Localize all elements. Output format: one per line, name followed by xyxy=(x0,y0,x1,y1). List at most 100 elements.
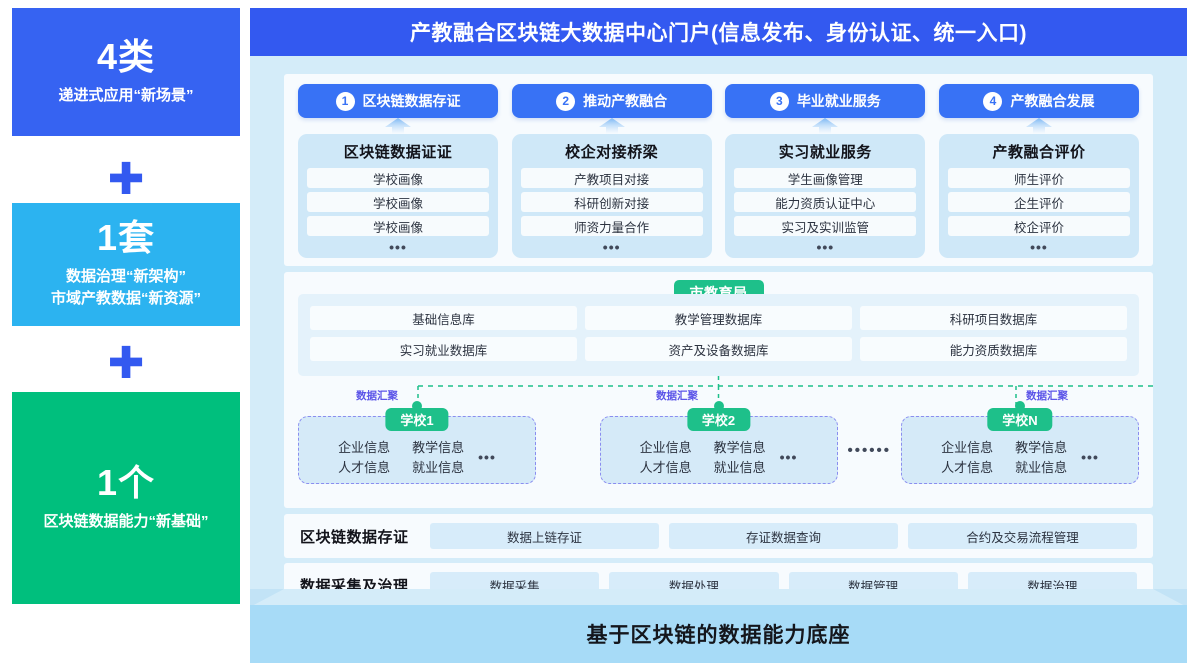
school-field-grid: 企业信息 教学信息 人才信息 就业信息 xyxy=(338,437,464,476)
plinth-bevel xyxy=(250,589,1187,607)
rail-card-scenarios: 4类 递进式应用“新场景” xyxy=(12,8,240,136)
school-name-chip: 学校2 xyxy=(686,408,751,431)
school-field: 教学信息 xyxy=(1015,440,1068,455)
tab-promote-integration[interactable]: 2 推动产教融合 xyxy=(511,84,712,118)
rail-card-0-subtitle: 递进式应用“新场景” xyxy=(58,86,194,104)
school-fields: 企业信息 教学信息 人才信息 就业信息 ••• xyxy=(299,437,535,476)
plus-icon: ✚ xyxy=(107,155,145,204)
tab-label: 推动产教融合 xyxy=(583,93,668,109)
school-field: 企业信息 xyxy=(639,440,692,455)
card-title: 产教融合评价 xyxy=(992,144,1086,161)
card-more-ellipsis: ••• xyxy=(1030,239,1048,255)
school-fields: 企业信息 教学信息 人才信息 就业信息 ••• xyxy=(902,437,1138,476)
school-field: 教学信息 xyxy=(713,440,766,455)
card-title: 校企对接桥梁 xyxy=(565,144,659,161)
arrow-up-icon xyxy=(598,118,625,134)
school-field: 教学信息 xyxy=(412,440,465,455)
connector-dot-icon xyxy=(713,401,724,411)
card-item[interactable]: 实习及实训监管 xyxy=(734,216,917,236)
school-name-chip: 学校1 xyxy=(385,408,449,431)
school-field: 人才信息 xyxy=(941,460,994,475)
main-inner-panel: 产教融合区块链大数据中心门户(信息发布、身份认证、统一入口) 1 区块链数据存证… xyxy=(250,8,1187,607)
tab-number-badge: 1 xyxy=(335,91,355,111)
card-item[interactable]: 师生评价 xyxy=(947,168,1130,188)
arrow-cell xyxy=(725,118,925,134)
arrow-up-icon xyxy=(385,118,411,134)
db-item[interactable]: 资产及设备数据库 xyxy=(585,337,852,361)
card-item[interactable]: 学校画像 xyxy=(307,216,489,236)
card-item[interactable]: 学校画像 xyxy=(307,192,489,212)
card-item[interactable]: 企生评价 xyxy=(947,192,1130,212)
tab-label: 产教融合发展 xyxy=(1010,93,1095,109)
arrow-up-icon xyxy=(812,118,839,134)
arrow-cell xyxy=(512,118,712,134)
aggregation-label: 数据汇聚 xyxy=(656,390,698,402)
tab-number-badge: 3 xyxy=(769,91,789,111)
tab-employment-service[interactable]: 3 毕业就业服务 xyxy=(725,84,926,118)
rail-card-2-title: 1个 xyxy=(96,461,156,503)
card-item[interactable]: 产教项目对接 xyxy=(520,168,703,188)
card-item[interactable]: 能力资质认证中心 xyxy=(734,192,917,212)
blockchain-foundation-plinth: 基于区块链的数据能力底座 xyxy=(250,605,1187,663)
school-more-ellipsis: ••• xyxy=(1081,448,1099,465)
left-rail: 4类 递进式应用“新场景” ✚ 1套 数据治理“新架构” 市域产教数据“新资源”… xyxy=(12,0,240,669)
db-item[interactable]: 基础信息库 xyxy=(310,306,577,330)
card-item[interactable]: 学校画像 xyxy=(307,168,489,188)
row-item[interactable]: 存证数据查询 xyxy=(669,523,898,549)
plus-icon: ✚ xyxy=(107,339,145,388)
app-card-integration-evaluation: 产教融合评价 师生评价 企生评价 校企评价 ••• xyxy=(938,134,1139,258)
portal-title: 产教融合区块链大数据中心门户(信息发布、身份认证、统一入口) xyxy=(410,22,1027,45)
app-card-school-enterprise-bridge: 校企对接桥梁 产教项目对接 科研创新对接 师资力量合作 ••• xyxy=(511,134,712,258)
connector-dot-icon xyxy=(1015,401,1025,411)
portal-title-bar: 产教融合区块链大数据中心门户(信息发布、身份认证、统一入口) xyxy=(250,8,1187,56)
school-fields: 企业信息 教学信息 人才信息 就业信息 ••• xyxy=(601,437,837,476)
card-item[interactable]: 师资力量合作 xyxy=(520,216,703,236)
database-panel: 基础信息库 教学管理数据库 科研项目数据库 实习就业数据库 资产及设备数据库 能… xyxy=(298,294,1139,376)
card-title: 区块链数据证证 xyxy=(343,144,453,161)
school-more-ellipsis: ••• xyxy=(478,448,496,465)
rail-card-1-subtitle-line2: 市域产教数据“新资源” xyxy=(50,290,201,308)
rail-card-foundation: 1个 区块链数据能力“新基础” xyxy=(12,392,240,604)
row-items: 数据上链存证 存证数据查询 合约及交易流程管理 xyxy=(430,523,1137,549)
schools-ellipsis: •••••• xyxy=(847,441,891,459)
row-item[interactable]: 数据上链存证 xyxy=(430,523,659,549)
tab-number-badge: 4 xyxy=(983,91,1003,111)
db-item[interactable]: 科研项目数据库 xyxy=(860,306,1127,330)
school-field: 企业信息 xyxy=(941,440,994,455)
main-panel: 产教融合区块链大数据中心门户(信息发布、身份认证、统一入口) 1 区块链数据存证… xyxy=(250,0,1187,669)
app-card-blockchain-evidence: 区块链数据证证 学校画像 学校画像 学校画像 ••• xyxy=(298,134,498,258)
data-governance-section: 市教育局 基础信息库 教学管理数据库 科研项目数据库 实习就业数据库 资产及设备… xyxy=(284,272,1153,508)
database-row: 实习就业数据库 资产及设备数据库 能力资质数据库 xyxy=(310,337,1127,361)
card-more-ellipsis: ••• xyxy=(816,239,835,255)
rail-card-architecture: 1套 数据治理“新架构” 市域产教数据“新资源” xyxy=(12,203,240,326)
school-field: 就业信息 xyxy=(1015,460,1068,475)
tab-blockchain-evidence[interactable]: 1 区块链数据存证 xyxy=(298,84,498,118)
db-item[interactable]: 能力资质数据库 xyxy=(860,337,1127,361)
school-more-ellipsis: ••• xyxy=(779,448,798,465)
card-item[interactable]: 科研创新对接 xyxy=(520,192,703,212)
card-more-ellipsis: ••• xyxy=(389,239,407,255)
db-item[interactable]: 教学管理数据库 xyxy=(585,306,852,330)
db-item[interactable]: 实习就业数据库 xyxy=(310,337,577,361)
application-cards: 区块链数据证证 学校画像 学校画像 学校画像 ••• 校企对接桥梁 产教项目对接… xyxy=(284,134,1153,258)
app-card-internship-employment: 实习就业服务 学生画像管理 能力资质认证中心 实习及实训监管 ••• xyxy=(725,134,926,258)
school-field: 人才信息 xyxy=(338,460,391,475)
school-field: 企业信息 xyxy=(338,440,391,455)
arrow-cell xyxy=(939,118,1139,134)
school-box-n: 学校N 企业信息 教学信息 人才信息 就业信息 ••• xyxy=(901,401,1139,484)
school-box-2: 学校2 企业信息 教学信息 人才信息 就业信息 ••• xyxy=(599,401,838,484)
card-item[interactable]: 学生画像管理 xyxy=(734,168,917,188)
row-item[interactable]: 合约及交易流程管理 xyxy=(908,523,1137,549)
row-label: 区块链数据存证 xyxy=(300,528,409,546)
aggregation-connectors: 数据汇聚 数据汇聚 数据汇聚 xyxy=(284,376,1153,410)
card-title: 实习就业服务 xyxy=(778,144,872,161)
tab-integration-development[interactable]: 4 产教融合发展 xyxy=(938,84,1139,118)
card-item[interactable]: 校企评价 xyxy=(947,216,1130,236)
school-name-chip: 学校N xyxy=(987,408,1053,431)
database-row: 基础信息库 教学管理数据库 科研项目数据库 xyxy=(310,306,1127,330)
blockchain-evidence-row: 区块链数据存证 数据上链存证 存证数据查询 合约及交易流程管理 xyxy=(284,514,1153,558)
blockchain-evidence-row-section: 区块链数据存证 数据上链存证 存证数据查询 合约及交易流程管理 xyxy=(284,514,1153,558)
school-field: 就业信息 xyxy=(713,460,766,475)
applications-section: 1 区块链数据存证 2 推动产教融合 3 毕业就业服务 4 产教融合发展 xyxy=(284,74,1153,266)
